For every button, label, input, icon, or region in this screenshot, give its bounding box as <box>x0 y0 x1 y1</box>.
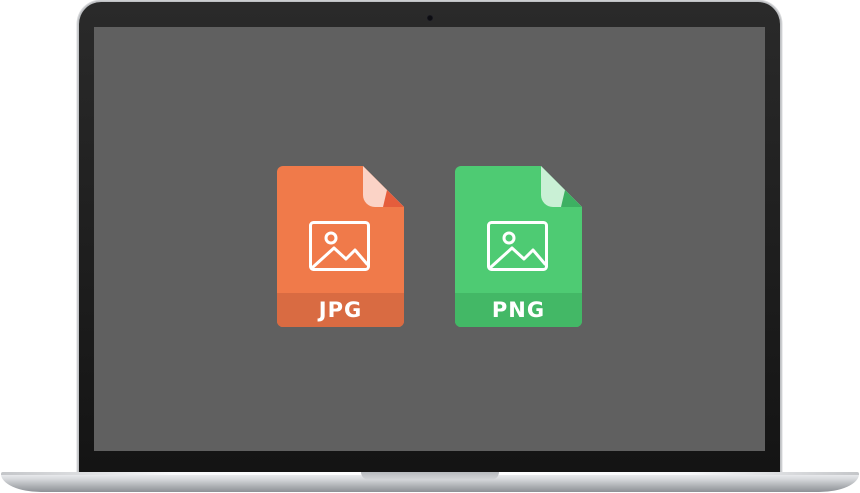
laptop-screen <box>94 27 765 451</box>
png-file-graphic <box>455 166 582 327</box>
png-file-label: PNG <box>491 298 546 322</box>
jpg-file-icon[interactable]: JPG <box>277 166 404 327</box>
image-icon <box>309 221 370 271</box>
webcam <box>427 15 433 21</box>
jpg-file-label: JPG <box>318 298 363 322</box>
image-icon <box>487 221 548 271</box>
jpg-file-graphic <box>277 166 404 327</box>
png-file-icon[interactable]: PNG <box>455 166 582 327</box>
laptop-base <box>1 472 859 492</box>
laptop-hinge-notch <box>361 472 499 480</box>
